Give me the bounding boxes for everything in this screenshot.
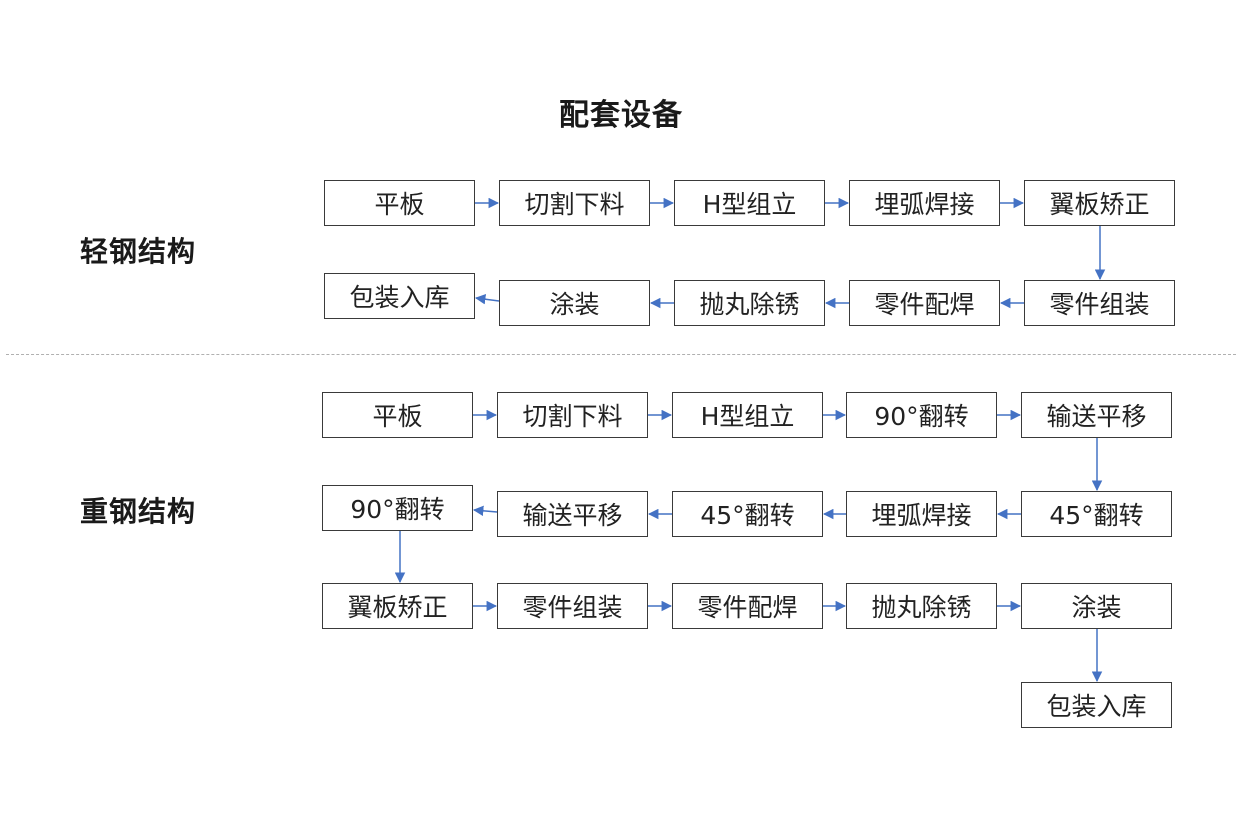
light-step-1: 平板 xyxy=(324,180,475,226)
heavy-step-14: 抛丸除锈 xyxy=(846,583,997,629)
heavy-step-7: 埋弧焊接 xyxy=(846,491,997,537)
light-step-10: 包装入库 xyxy=(324,273,475,319)
heavy-step-9: 输送平移 xyxy=(497,491,648,537)
heavy-step-10: 90°翻转 xyxy=(322,485,473,531)
section-label-heavy-steel: 重钢结构 xyxy=(80,495,197,528)
arrow-light-9-10 xyxy=(474,294,500,305)
light-step-6: 零件组装 xyxy=(1024,280,1175,326)
arrow-heavy-9-10 xyxy=(472,505,498,517)
heavy-step-6: 45°翻转 xyxy=(1021,491,1172,537)
heavy-step-11: 翼板矫正 xyxy=(322,583,473,629)
heavy-step-13: 零件配焊 xyxy=(672,583,823,629)
heavy-step-16: 包装入库 xyxy=(1021,682,1172,728)
heavy-step-2: 切割下料 xyxy=(497,392,648,438)
section-label-light-steel: 轻钢结构 xyxy=(80,235,197,268)
section-divider xyxy=(6,354,1236,355)
light-step-9: 涂装 xyxy=(499,280,650,326)
light-step-5: 翼板矫正 xyxy=(1024,180,1175,226)
heavy-step-3: H型组立 xyxy=(672,392,823,438)
heavy-step-15: 涂装 xyxy=(1021,583,1172,629)
light-step-4: 埋弧焊接 xyxy=(849,180,1000,226)
heavy-step-1: 平板 xyxy=(322,392,473,438)
page-title: 配套设备 xyxy=(559,98,683,133)
light-step-3: H型组立 xyxy=(674,180,825,226)
heavy-step-4: 90°翻转 xyxy=(846,392,997,438)
heavy-step-12: 零件组装 xyxy=(497,583,648,629)
heavy-step-8: 45°翻转 xyxy=(672,491,823,537)
light-step-7: 零件配焊 xyxy=(849,280,1000,326)
light-step-8: 抛丸除锈 xyxy=(674,280,825,326)
light-step-2: 切割下料 xyxy=(499,180,650,226)
heavy-step-5: 输送平移 xyxy=(1021,392,1172,438)
